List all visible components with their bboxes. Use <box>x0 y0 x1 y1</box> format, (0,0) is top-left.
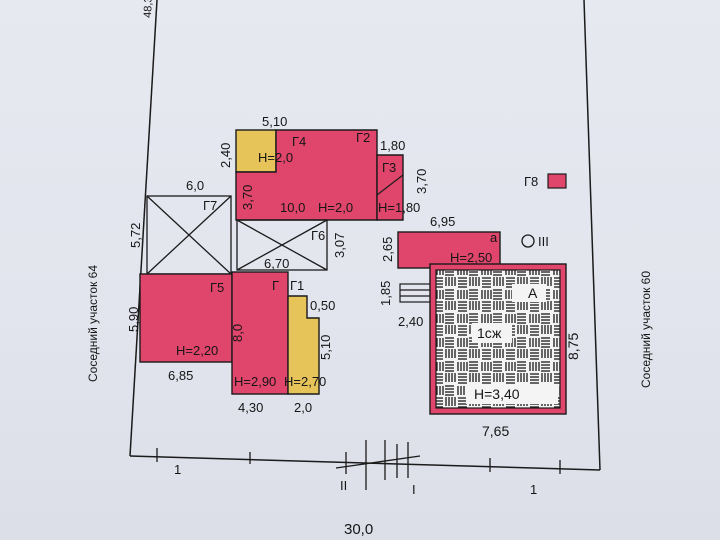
label-g2: Г2 <box>356 130 370 145</box>
label-a-height: 2,65 <box>380 237 395 262</box>
label-g2-h: Н=2,0 <box>318 200 353 215</box>
label-g5-width: 6,85 <box>168 368 193 383</box>
label-g3: Г3 <box>382 160 396 175</box>
site-boundary-bottom <box>129 455 601 471</box>
label-g5: Г5 <box>210 280 224 295</box>
building-g5 <box>139 273 233 363</box>
label-g1-h: Н=2,70 <box>284 374 326 389</box>
label-g1-top: 0,50 <box>310 298 335 313</box>
building-g2 <box>235 129 378 221</box>
label-g7: Г7 <box>203 198 217 213</box>
a-room-bg <box>472 323 512 343</box>
label-g-h: Н=2,90 <box>234 374 276 389</box>
g8-marker <box>547 173 567 189</box>
label-top-edge: 48,30 <box>142 0 155 18</box>
label-g3-height: 3,70 <box>414 169 429 194</box>
label-g4-h: Н=2,0 <box>258 150 293 165</box>
building-g4 <box>235 129 277 173</box>
well-symbol <box>521 234 535 248</box>
building-g3 <box>376 154 404 221</box>
label-g8: Г8 <box>524 174 538 189</box>
site-boundary-left <box>129 0 158 457</box>
boundary-ticks <box>156 440 561 490</box>
label-g1-height: 5,10 <box>318 335 333 360</box>
label-a-h: Н=2,50 <box>450 250 492 265</box>
label-tick-1a: 1 <box>174 462 181 477</box>
label-g-height: 8,0 <box>230 324 245 342</box>
label-A: А <box>528 285 538 301</box>
label-g7-height: 5,72 <box>128 223 143 248</box>
a-letter-bg <box>512 284 546 302</box>
label-g-width: 4,30 <box>238 400 263 415</box>
label-A-room: 1сж <box>477 325 502 341</box>
label-A-width: 7,65 <box>482 423 509 439</box>
building-a-extension <box>397 231 501 269</box>
porch <box>399 283 433 303</box>
building-g1 <box>287 295 320 395</box>
label-tick-1b: 1 <box>530 482 537 497</box>
label-iii: III <box>538 234 549 249</box>
label-g4: Г4 <box>292 134 306 149</box>
label-tick-II: II <box>340 478 347 493</box>
building-g <box>231 271 289 395</box>
site-boundary-right <box>583 0 601 471</box>
label-g4-width: 5,10 <box>262 114 287 129</box>
label-porch-width: 2,40 <box>398 314 423 329</box>
structure-g6 <box>236 219 328 271</box>
label-A-h: Н=3,40 <box>474 386 520 402</box>
label-g3-width: 1,80 <box>380 138 405 153</box>
label-a: а <box>490 230 498 245</box>
label-A-height: 8,75 <box>565 333 581 360</box>
a-height-bg <box>466 384 558 404</box>
label-g5-h: Н=2,20 <box>176 343 218 358</box>
label-g2-height: 3,70 <box>240 185 255 210</box>
label-g5-height: 5,90 <box>126 307 141 332</box>
label-g1-width: 2,0 <box>294 400 312 415</box>
label-g6-height: 3,07 <box>332 233 347 258</box>
label-g1: Г1 <box>290 278 304 293</box>
structure-g7 <box>146 195 232 275</box>
label-g: Г <box>272 278 279 293</box>
label-neighbor-left: Соседний участок 64 <box>86 265 100 382</box>
label-g6: Г6 <box>311 228 325 243</box>
label-porch-height: 1,85 <box>378 281 393 306</box>
label-bottom-total: 30,0 <box>344 521 373 538</box>
label-g7-width: 6,0 <box>186 178 204 193</box>
label-neighbor-right: Соседний участок 60 <box>639 271 653 388</box>
label-g3-h: Н=1,80 <box>378 200 420 215</box>
label-g6-width: 6,70 <box>264 256 289 271</box>
label-g2-width: 10,0 <box>280 200 305 215</box>
label-a-width: 6,95 <box>430 214 455 229</box>
label-g4-height: 2,40 <box>218 143 233 168</box>
label-tick-I: I <box>412 482 416 497</box>
g3-diagonal <box>376 174 404 196</box>
